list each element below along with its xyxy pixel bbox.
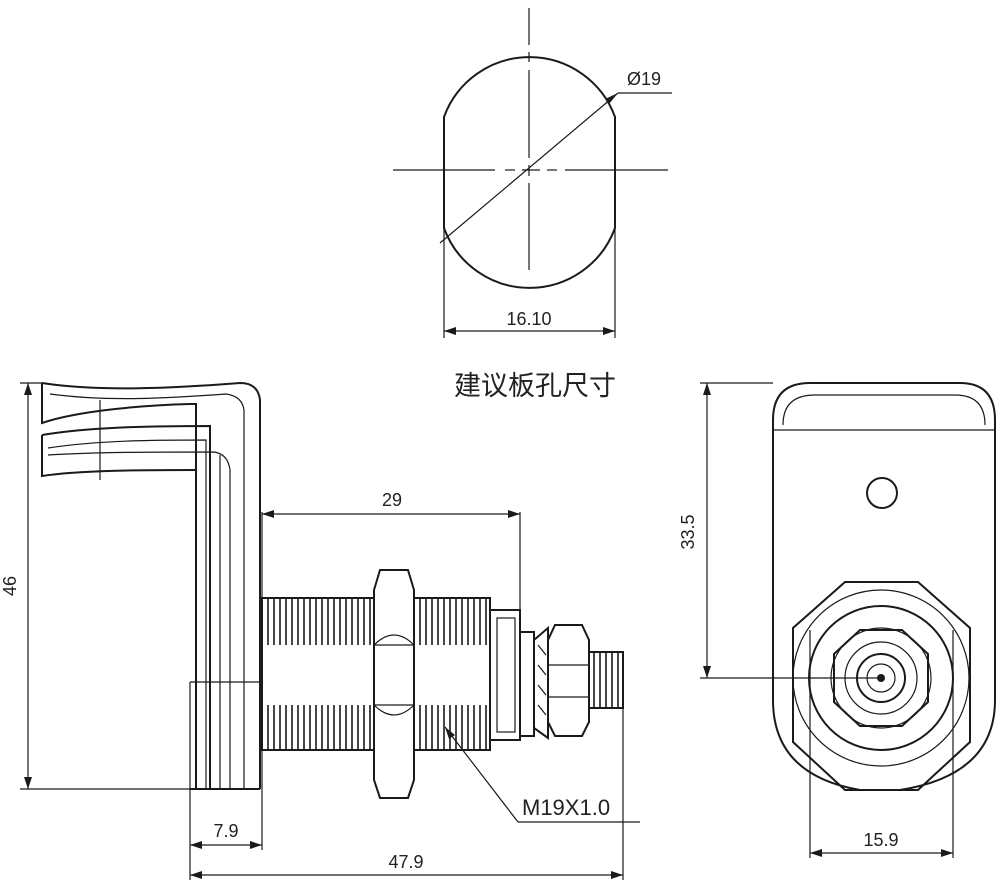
height-dimension-label: 46 [0,576,20,596]
thread-upper-right [419,598,487,645]
diameter-dimension-label: Ø19 [627,69,661,89]
thread-lower-right [419,705,487,750]
total-length-dimension-label: 47.9 [388,852,423,872]
hole-width-dimension-label: 16.10 [506,309,551,329]
side-view: 46 [0,381,640,880]
thread-length-dimension-label: 29 [382,490,402,510]
thread-upper-left [267,598,371,645]
hex-width-dimension-label: 15.9 [863,830,898,850]
panel-hole-view: Ø19 16.10 [393,8,672,338]
front-view: 33.5 15.9 [678,382,996,858]
thread-spec-label: M19X1.0 [522,795,610,820]
thread-lower-left [267,705,371,750]
panel-hole-caption: 建议板孔尺寸 [454,371,616,402]
thickness-dimension-label: 7.9 [213,821,238,841]
center-height-dimension-label: 33.5 [678,514,698,549]
